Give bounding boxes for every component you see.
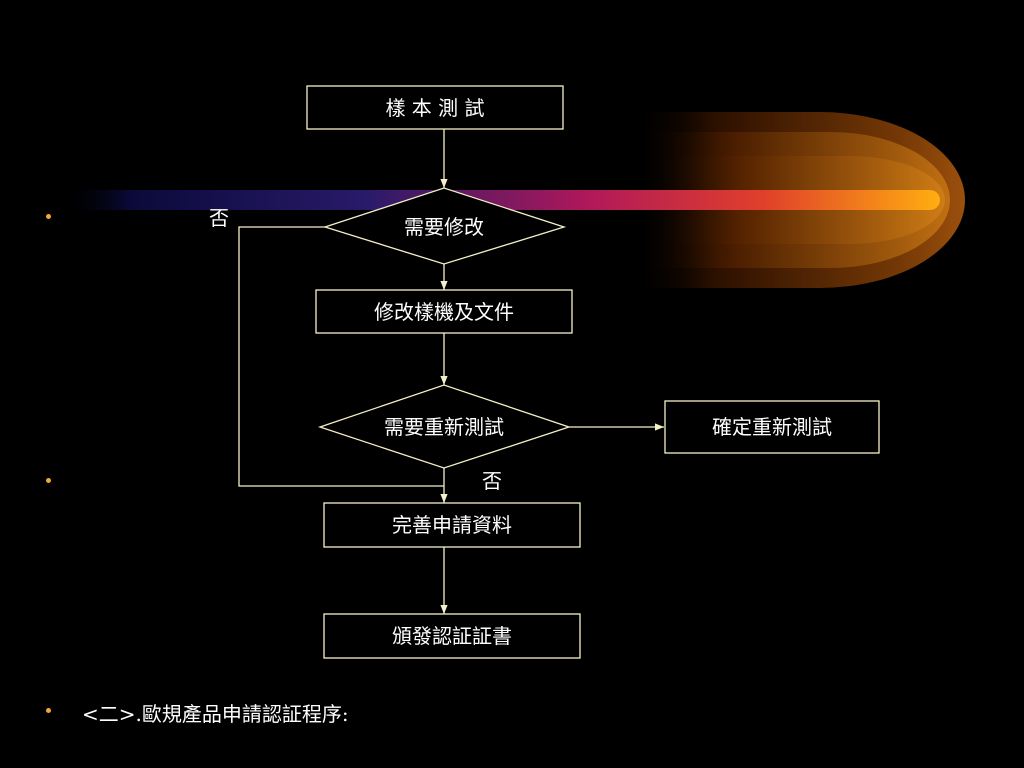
- loop-no-modify: [238, 226, 444, 487]
- node-complete-application-box: [323, 502, 581, 548]
- node-modify-samples-label: 修改樣機及文件: [374, 300, 514, 324]
- node-need-retest-label: 需要重新測試: [384, 415, 504, 439]
- node-modify-samples-box: [315, 289, 573, 334]
- node-need-modify-diamond: [322, 187, 567, 265]
- node-issue-certificate-label: 頒發認証証書: [392, 624, 512, 648]
- node-need-retest-diamond: [317, 384, 572, 469]
- node-issue-certificate-box: [323, 613, 581, 659]
- bullet-dot-1: [46, 214, 51, 219]
- edge-label-no-retest: 否: [482, 469, 502, 493]
- node-sample-test-label: 樣 本 測 試: [385, 96, 484, 120]
- node-confirm-retest-label: 確定重新測試: [712, 415, 832, 439]
- node-sample-test-box: [306, 85, 564, 130]
- bullet-text-eu-certification: <二>.歐規產品申請認証程序:: [82, 702, 349, 726]
- node-complete-application-label: 完善申請資料: [392, 513, 512, 537]
- node-confirm-retest-box: [664, 400, 880, 454]
- node-need-modify-label: 需要修改: [404, 215, 484, 239]
- bullet-dot-3: [46, 708, 51, 713]
- edge-label-no-modify: 否: [209, 206, 229, 230]
- comet-decoration: [60, 112, 965, 288]
- connectors: [238, 129, 664, 614]
- bullet-dot-2: [46, 478, 51, 483]
